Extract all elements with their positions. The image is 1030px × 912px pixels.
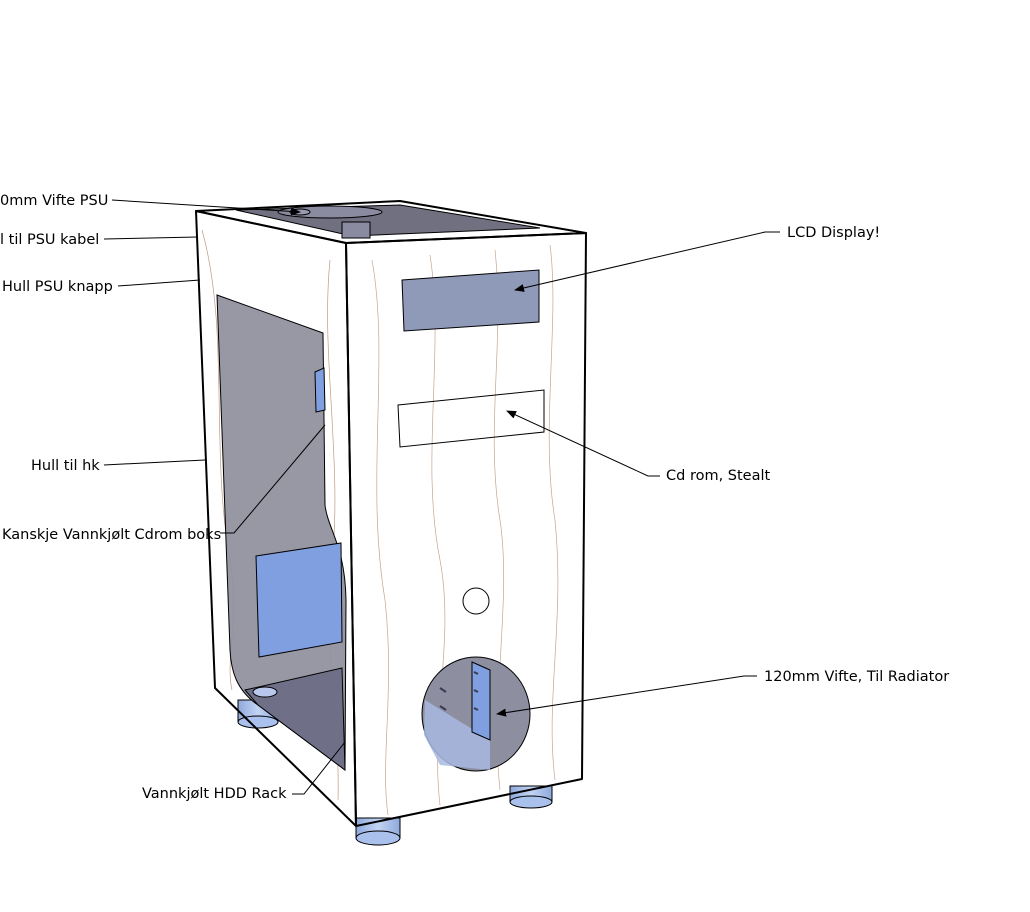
label-psu-kabel: l til PSU kabel bbox=[0, 232, 99, 248]
leader-lcd-display bbox=[514, 231, 780, 292]
label-vifte-psu: 0mm Vifte PSU bbox=[0, 193, 108, 209]
leader-psu-kabel bbox=[103, 236, 199, 240]
front-fan-hole bbox=[421, 656, 531, 772]
cdrom-stealth-outline bbox=[397, 389, 545, 448]
hdd-rack-panel bbox=[255, 542, 343, 658]
leader-vifte-psu bbox=[111, 199, 301, 216]
lcd-display-window bbox=[401, 269, 540, 332]
leader-cdrom-boks bbox=[220, 424, 326, 534]
case-front bbox=[345, 232, 587, 827]
label-hull-hk: Hull til hk bbox=[31, 458, 100, 474]
power-button-hole bbox=[462, 587, 490, 615]
leader-hull-hk bbox=[103, 459, 206, 466]
leader-vifte-radiator bbox=[496, 675, 757, 717]
label-hdd-rack: Vannkjølt HDD Rack bbox=[142, 786, 287, 802]
leader-psu-knapp bbox=[117, 279, 201, 287]
label-cdrom-boks: Kanskje Vannkjølt Cdrom boks bbox=[2, 527, 221, 543]
leader-cd-rom bbox=[506, 410, 660, 477]
label-cd-rom: Cd rom, Stealt bbox=[666, 468, 771, 484]
leader-hdd-rack bbox=[292, 741, 346, 795]
label-vifte-radiator: 120mm Vifte, Til Radiator bbox=[764, 669, 949, 685]
leader-lines bbox=[103, 199, 780, 795]
label-lcd-display: LCD Display! bbox=[787, 225, 880, 241]
leg-back-right bbox=[509, 785, 553, 809]
floor-hole bbox=[252, 686, 278, 698]
label-psu-knapp: Hull PSU knapp bbox=[2, 279, 113, 295]
psu-cable-slot bbox=[341, 221, 371, 239]
side-window bbox=[216, 294, 347, 771]
cdrom-box-bracket bbox=[314, 367, 326, 413]
labels: 0mm Vifte PSU l til PSU kabel Hull PSU k… bbox=[0, 193, 949, 802]
